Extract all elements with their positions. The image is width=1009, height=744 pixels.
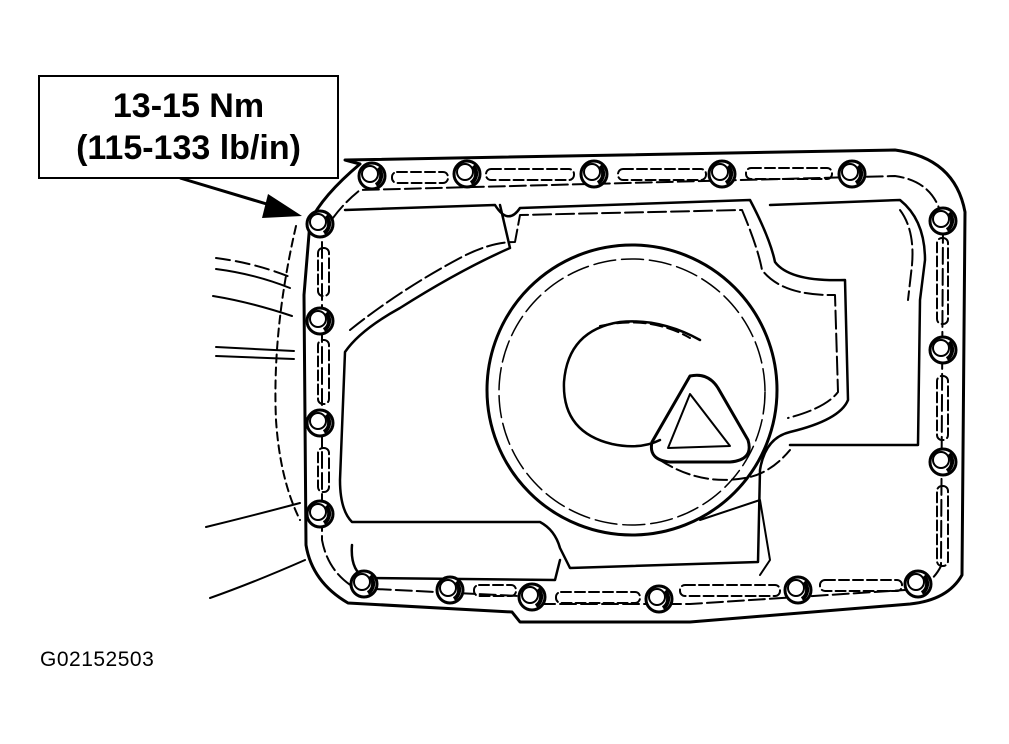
bolt-icon bbox=[644, 584, 674, 614]
gasket-slots-bottom bbox=[473, 579, 903, 604]
arrow-icon bbox=[262, 194, 302, 218]
pan-lower-step bbox=[350, 543, 562, 582]
callout-leader-arrow bbox=[179, 176, 302, 218]
gasket-slots-top bbox=[391, 167, 833, 184]
bolt-icon bbox=[707, 159, 737, 189]
bolt-icon bbox=[305, 408, 335, 438]
gasket-slots-left bbox=[317, 247, 330, 493]
bolt-icon bbox=[928, 206, 958, 236]
gasket-slots-right bbox=[936, 237, 949, 567]
bolt-icon bbox=[349, 569, 379, 599]
sump-recess bbox=[562, 320, 702, 448]
bolt-icon bbox=[517, 582, 547, 612]
bolt-icon bbox=[903, 569, 933, 599]
sump-housing-inner bbox=[498, 258, 766, 526]
bolt-icon bbox=[435, 575, 465, 605]
drain-boss-outer bbox=[649, 373, 751, 464]
arrow-icon-shaft bbox=[179, 176, 281, 210]
bolt-icon bbox=[928, 335, 958, 365]
torque-metric: 13-15 Nm bbox=[112, 87, 265, 125]
bolt-icon bbox=[305, 499, 335, 529]
pan-right-pocket-inner bbox=[899, 209, 914, 301]
pan-outer-flange bbox=[302, 148, 967, 624]
bolt-icon bbox=[305, 306, 335, 336]
pan-lower-step-right bbox=[699, 499, 771, 576]
bolt-icon bbox=[579, 159, 609, 189]
bolt-icon bbox=[837, 159, 867, 189]
bolt-group bbox=[305, 159, 958, 614]
bolt-icon bbox=[928, 447, 958, 477]
pan-inner-flange bbox=[321, 175, 944, 605]
background-outlines bbox=[205, 225, 306, 599]
bolt-icon bbox=[357, 161, 387, 191]
pan-floor-inner-contour bbox=[349, 209, 839, 419]
sump-recess-shadow bbox=[599, 321, 691, 339]
torque-callout: 13-15 Nm (115-133 lb/in) bbox=[38, 75, 339, 179]
sump-rib bbox=[659, 449, 791, 481]
bolt-icon bbox=[305, 209, 335, 239]
drain-boss-inner bbox=[667, 393, 731, 449]
figure-id: G02152503 bbox=[40, 648, 155, 671]
sump-housing-outer bbox=[485, 243, 779, 537]
bolt-icon bbox=[783, 575, 813, 605]
pan-right-pocket bbox=[768, 198, 927, 447]
bolt-icon bbox=[452, 159, 482, 189]
pan-floor-outline bbox=[338, 198, 850, 570]
torque-imperial: (115-133 lb/in) bbox=[76, 129, 301, 167]
